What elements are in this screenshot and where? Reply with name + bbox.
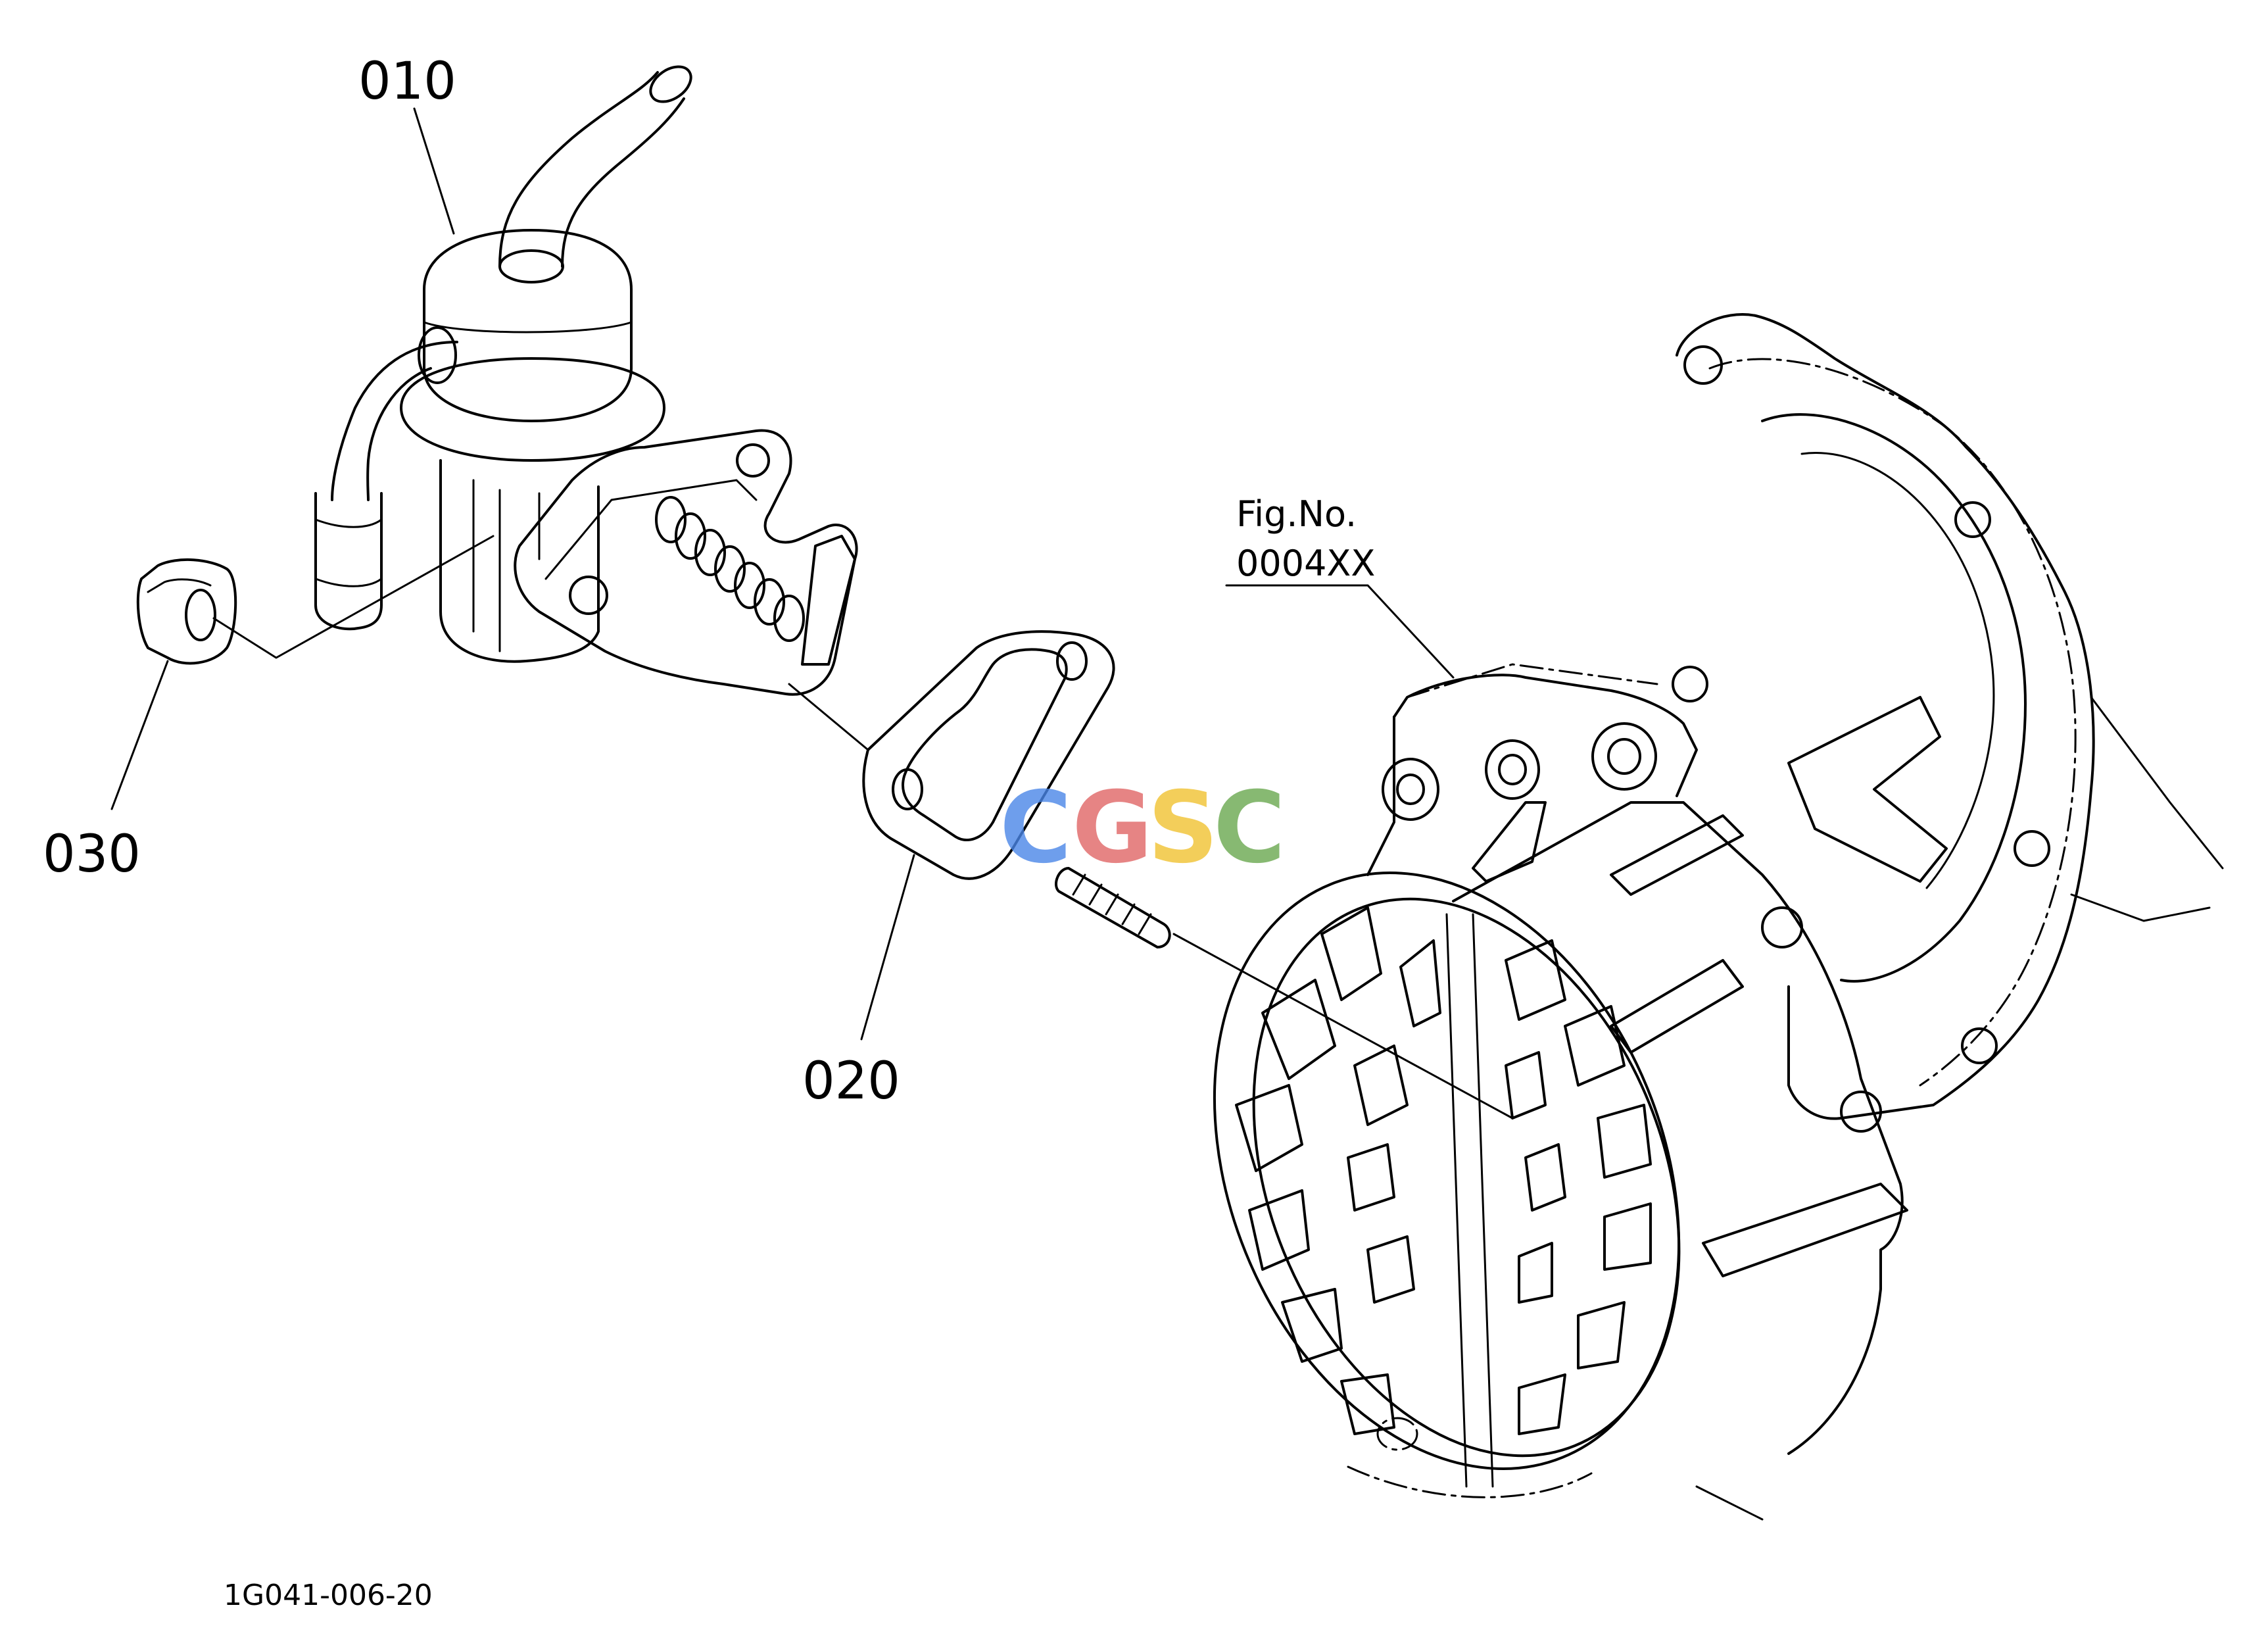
figure-ref-line1: Fig.No. [1236,493,1357,535]
callout-label-020: 020 [802,1052,900,1111]
watermark-letter-2: G [1072,771,1153,885]
drawing-code: 1G041-006-20 [224,1579,433,1612]
callout-010: 010 [358,52,456,235]
watermark-letter-3: S [1147,771,1218,885]
figure-ref-line2: 0004XX [1236,543,1375,584]
assembly-line-nut [212,535,495,659]
gear-case-reference [1213,313,2224,1521]
nut-030 [136,558,237,665]
watermark-letter-4: C [1213,771,1286,885]
gear-face-cutouts [1235,906,1652,1435]
stud-bolt [1055,867,1514,1119]
watermark-logo: C G S C [1000,771,1286,885]
figure-reference: Fig.No. 0004XX [1225,493,1455,679]
assembly-line-flange [788,683,869,751]
callout-030: 030 [43,660,169,884]
callout-label-030: 030 [43,825,141,884]
pump-spring [655,496,805,642]
watermark-letter-1: C [1000,771,1072,885]
callout-label-010: 010 [358,52,456,111]
callout-020: 020 [802,854,915,1111]
gasket-020 [862,630,1115,880]
fuel-pump-010 [314,65,858,696]
